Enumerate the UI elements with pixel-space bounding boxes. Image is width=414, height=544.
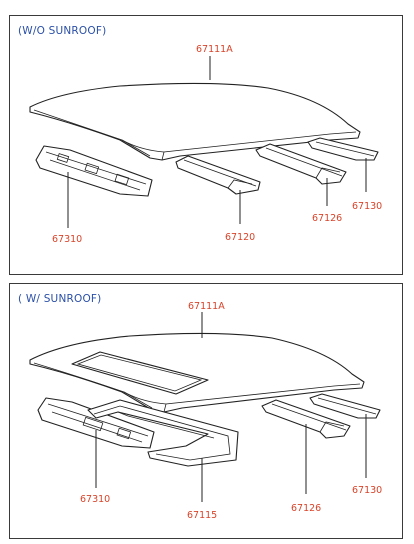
panel-title: ( W/ SUNROOF) bbox=[18, 293, 102, 305]
roof-panel-part bbox=[29, 82, 361, 161]
part-number-label: 67126 bbox=[291, 503, 321, 514]
part-number-label: 67126 bbox=[312, 213, 342, 224]
part-number-label: 67130 bbox=[352, 201, 382, 212]
middle-bow-part bbox=[261, 399, 351, 439]
rear-bow-part bbox=[309, 393, 381, 419]
part-number-label: 67130 bbox=[352, 485, 382, 496]
part-number-label: 67115 bbox=[187, 510, 217, 521]
part-number-label: 67120 bbox=[225, 232, 255, 243]
sunroof-frame-part bbox=[87, 399, 239, 467]
part-number-label: 67310 bbox=[52, 234, 82, 245]
panel-title: (W/O SUNROOF) bbox=[18, 25, 107, 37]
front-bow-part bbox=[175, 155, 261, 195]
part-number-label: 67310 bbox=[80, 494, 110, 505]
part-number-label: 67111A bbox=[188, 301, 225, 312]
middle-bow-part bbox=[255, 143, 347, 185]
front-rail-part bbox=[37, 397, 155, 449]
front-rail-part bbox=[35, 145, 153, 197]
part-number-label: 67111A bbox=[196, 44, 233, 55]
rear-bow-part bbox=[307, 137, 379, 161]
roof-panel-with-sunroof-part bbox=[29, 332, 365, 413]
